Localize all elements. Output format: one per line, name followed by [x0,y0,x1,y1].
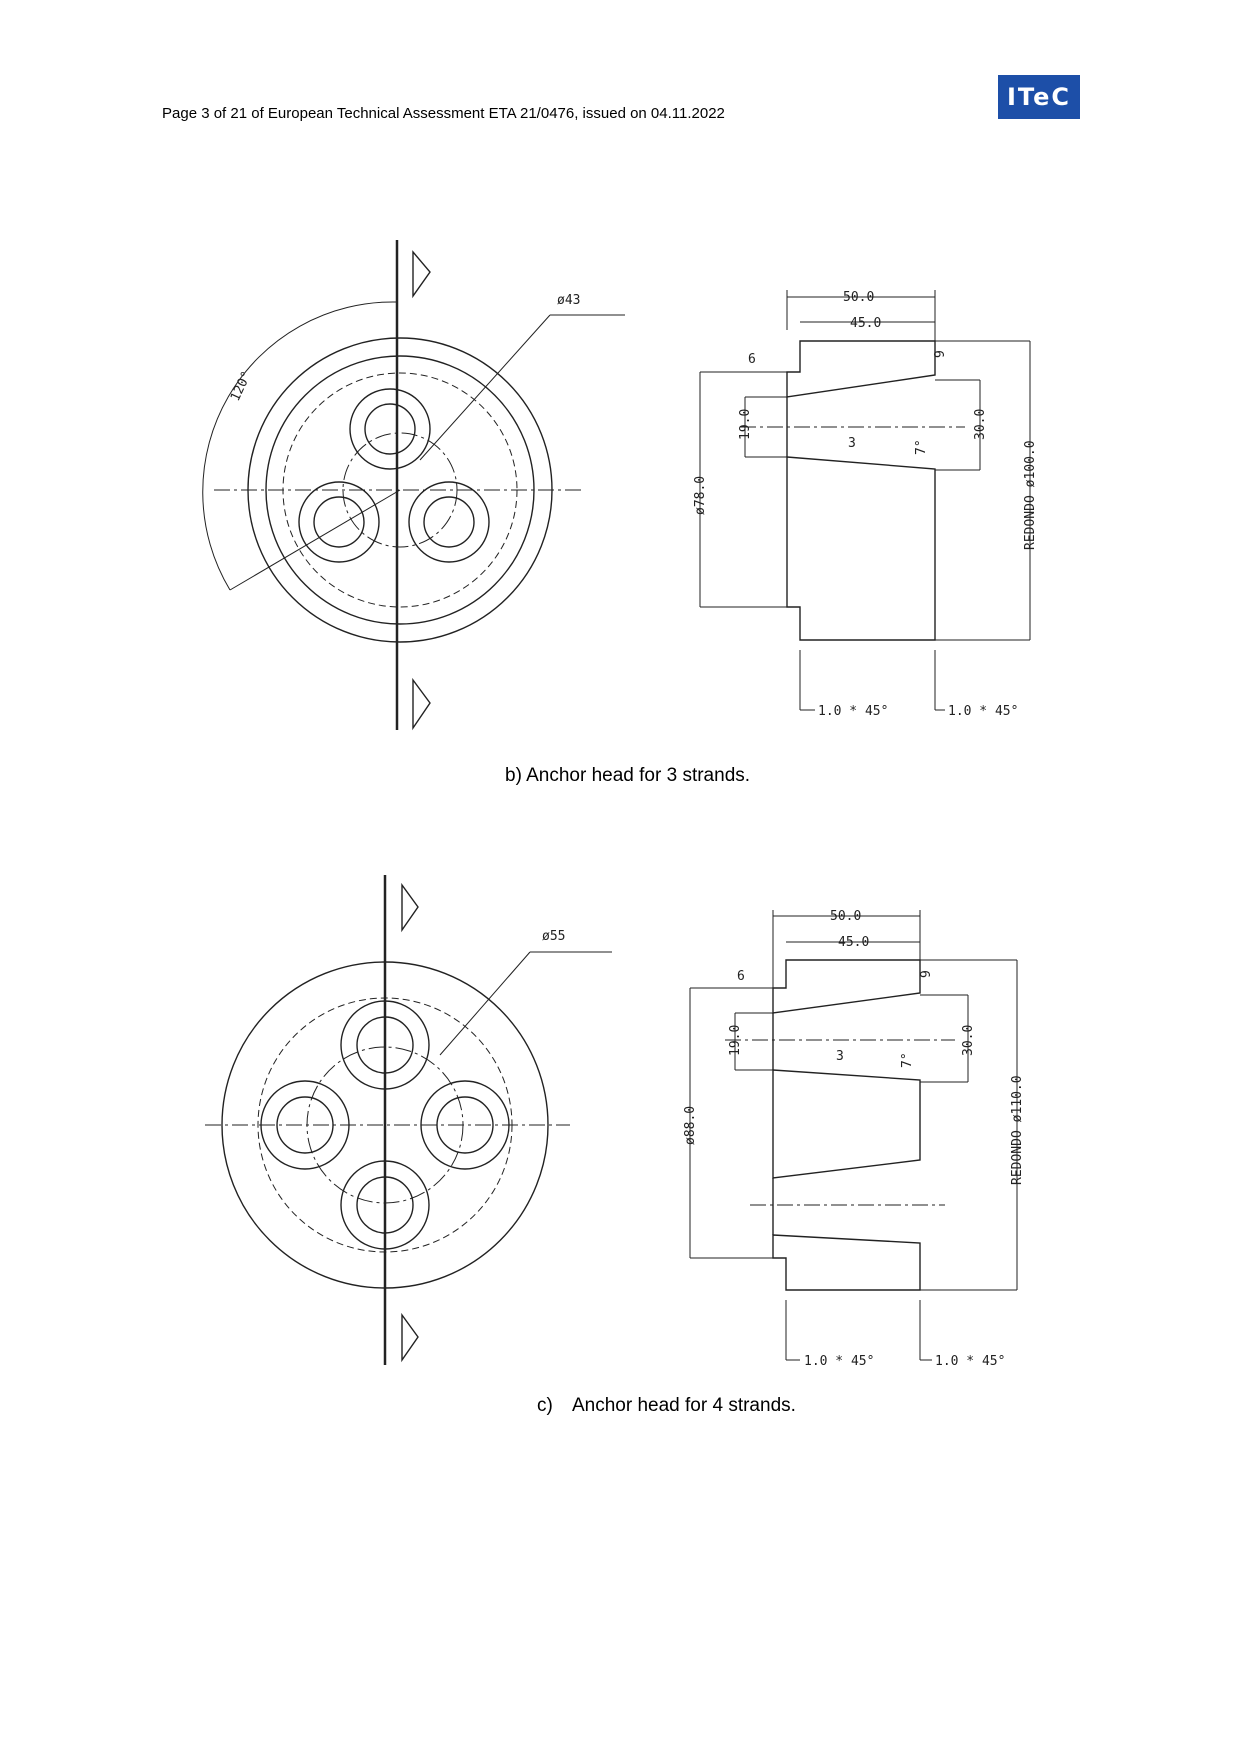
figure-b-bore-large-label: 30.0 [973,409,988,440]
figure-b-chamfer-left-label: 1.0 * 45° [818,704,888,719]
figure-b-drawing: ø43 120° 50.0 45.0 19.0 30.0 ø78.0 REDON… [202,240,1038,731]
figure-b-bore-small-label: 19.0 [738,409,753,440]
figure-b-caption: b) Anchor head for 3 strands. [505,765,751,786]
figure-b-roughness-6-label: 6 [748,352,756,367]
figure-c-caption: Anchor head for 4 strands. [572,1395,796,1416]
figure-c-bore-large-label: 30.0 [961,1025,976,1056]
figure-b-outer-width-label: 50.0 [843,290,874,305]
figure-c-outer-width-label: 50.0 [830,909,861,924]
page-header: Page 3 of 21 of European Technical Asses… [162,105,725,122]
figure-c-chamfer-left-label: 1.0 * 45° [804,1354,874,1369]
figure-c-roughness-9-label: 9 [919,970,934,978]
figure-b-step-diameter-label: ø78.0 [693,476,708,515]
figure-c-roughness-3-label: 3 [836,1049,844,1064]
figure-c-front-view [205,875,612,1365]
figure-c-taper-label: 7° [900,1052,915,1068]
figure-b-taper-label: 7° [914,439,929,455]
figure-c-drawing: ø55 50.0 45.0 19.0 30.0 ø88.0 REDONDO [205,875,1025,1369]
figure-b-roughness-3-label: 3 [848,436,856,451]
figure-b-hole-diameter-label: ø43 [557,293,580,308]
figure-c-roughness-6-label: 6 [737,969,745,984]
figure-b-section-view [699,290,1031,711]
figure-c-caption-letter: c) [537,1395,553,1416]
figure-c-step-diameter-label: ø88.0 [683,1106,698,1145]
figure-b-front-view [202,240,625,731]
figure-b-roughness-9-label: 9 [933,350,948,358]
figure-b-chamfer-right-label: 1.0 * 45° [948,704,1018,719]
figure-c-inner-width-label: 45.0 [838,935,869,950]
figure-c-chamfer-right-label: 1.0 * 45° [935,1354,1005,1369]
itec-logo: ITeC [998,75,1080,119]
figure-c-outer-diameter-label: REDONDO ø110.0 [1010,1075,1025,1185]
figure-b-inner-width-label: 45.0 [850,316,881,331]
figure-b-outer-diameter-label: REDONDO ø100.0 [1023,440,1038,550]
figure-c-bore-small-label: 19.0 [728,1025,743,1056]
figure-c-section-view [689,910,1018,1361]
figure-b-angle-label: 120° [228,369,255,404]
figure-c-hole-diameter-label: ø55 [542,929,565,944]
